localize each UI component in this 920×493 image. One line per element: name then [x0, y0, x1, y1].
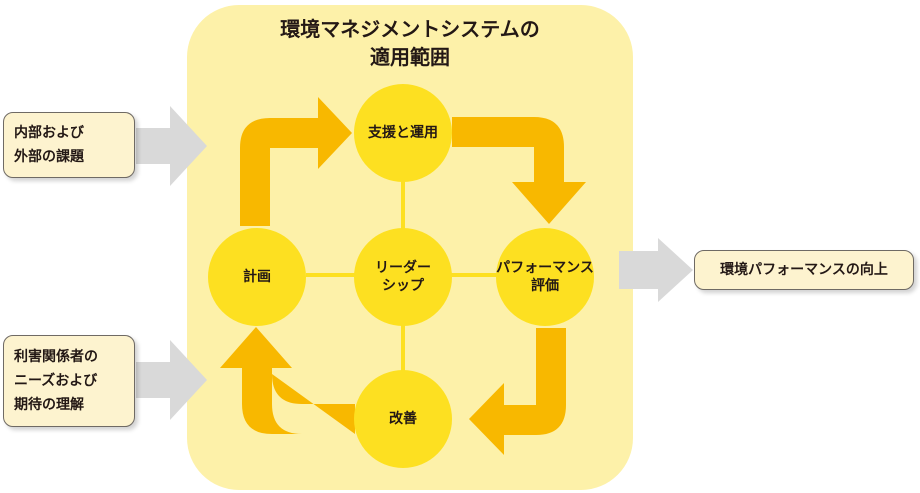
arrow-plan-to-support — [240, 97, 352, 226]
issues-box: 内部および 外部の課題 — [3, 112, 135, 178]
needs-label-line1: 利害関係者の — [14, 349, 98, 365]
improvement-label: 改善 — [389, 411, 417, 427]
issues-input-arrow — [136, 106, 207, 186]
arrow-improvement-to-plan — [220, 327, 355, 434]
leadership-node: リーダー シップ — [354, 228, 452, 326]
scope-title: 環境マネジメントシステムの 適用範囲 — [187, 15, 633, 71]
scope-title-line2: 適用範囲 — [370, 45, 450, 69]
leadership-label-line2: シップ — [382, 278, 424, 294]
improvement-node: 改善 — [354, 370, 452, 468]
needs-label-line3: 期待の理解 — [14, 397, 84, 413]
issues-label-line1: 内部および — [14, 125, 84, 141]
arrow-support-to-evaluation — [452, 117, 586, 224]
environmental-performance-label: 環境パフォーマンスの向上 — [720, 262, 888, 278]
scope-title-line1: 環境マネジメントシステムの — [280, 17, 540, 41]
planning-label: 計画 — [243, 269, 271, 285]
environmental-performance-box: 環境パフォーマンスの向上 — [694, 250, 914, 290]
arrow-evaluation-to-improvement — [469, 328, 566, 455]
leadership-label-line1: リーダー — [375, 260, 431, 276]
support-operation-node: 支援と運用 — [354, 84, 452, 182]
performance-evaluation-label-line2: 評価 — [530, 278, 559, 294]
stakeholder-needs-box: 利害関係者の ニーズおよび 期待の理解 — [3, 335, 135, 427]
performance-evaluation-label-line1: パフォーマンス — [496, 260, 594, 276]
support-operation-label: 支援と運用 — [368, 125, 438, 141]
output-arrow — [619, 238, 693, 302]
performance-evaluation-node: パフォーマンス 評価 — [496, 228, 594, 326]
needs-label-line2: ニーズおよび — [14, 373, 98, 389]
needs-input-arrow — [136, 340, 207, 420]
planning-node: 計画 — [208, 228, 306, 326]
issues-label-line2: 外部の課題 — [14, 149, 84, 165]
